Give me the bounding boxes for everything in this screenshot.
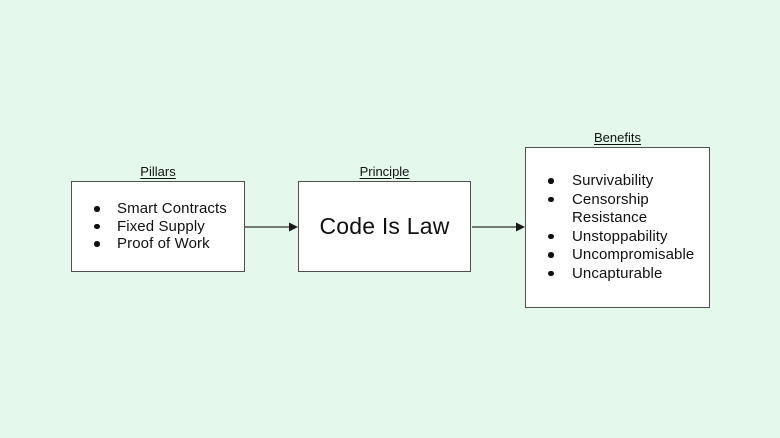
bullet-icon (548, 178, 554, 184)
list-item: Censorship Resistance (526, 191, 709, 228)
bullet-icon (548, 196, 554, 202)
arrow-principle-to-benefits (472, 222, 525, 232)
bullet-icon (548, 270, 554, 276)
list-item: Smart Contracts (72, 200, 244, 218)
list-item: Unstoppability (526, 228, 709, 247)
list-item-label: Proof of Work (117, 235, 210, 253)
arrow-pillars-to-principle (245, 222, 298, 232)
list-item: Fixed Supply (72, 218, 244, 236)
list-item-label: Fixed Supply (117, 217, 205, 235)
list-item-label: Survivability (572, 172, 654, 189)
list-item: Uncompromisable (526, 246, 709, 265)
bullet-icon (94, 206, 100, 212)
bullet-icon (548, 252, 554, 258)
list-item: Survivability (526, 172, 709, 191)
bullet-icon (94, 241, 100, 247)
list-item-label: Censorship Resistance (572, 190, 649, 227)
benefits-title: Benefits (594, 130, 641, 145)
list-item-label: Unstoppability (572, 227, 668, 245)
benefits-group: Benefits Survivability Censorship Resist… (525, 130, 710, 308)
pillars-list: Smart Contracts Fixed Supply Proof of Wo… (72, 200, 244, 253)
list-item: Proof of Work (72, 235, 244, 253)
bullet-icon (94, 223, 100, 230)
pillars-title: Pillars (140, 164, 176, 179)
principle-label: Code Is Law (319, 213, 450, 239)
list-item-label: Uncapturable (572, 264, 663, 282)
principle-group: Principle Code Is Law (298, 164, 471, 272)
benefits-list: Survivability Censorship Resistance Unst… (526, 172, 709, 283)
principle-box: Code Is Law (298, 181, 471, 272)
list-item: Uncapturable (526, 265, 709, 284)
bullet-icon (548, 233, 554, 239)
list-item-label: Uncompromisable (572, 246, 695, 263)
principle-title: Principle (359, 164, 410, 179)
benefits-box: Survivability Censorship Resistance Unst… (525, 147, 710, 308)
list-item-label: Smart Contracts (117, 200, 227, 218)
pillars-box: Smart Contracts Fixed Supply Proof of Wo… (71, 181, 245, 272)
pillars-group: Pillars Smart Contracts Fixed Supply Pro… (71, 164, 245, 272)
